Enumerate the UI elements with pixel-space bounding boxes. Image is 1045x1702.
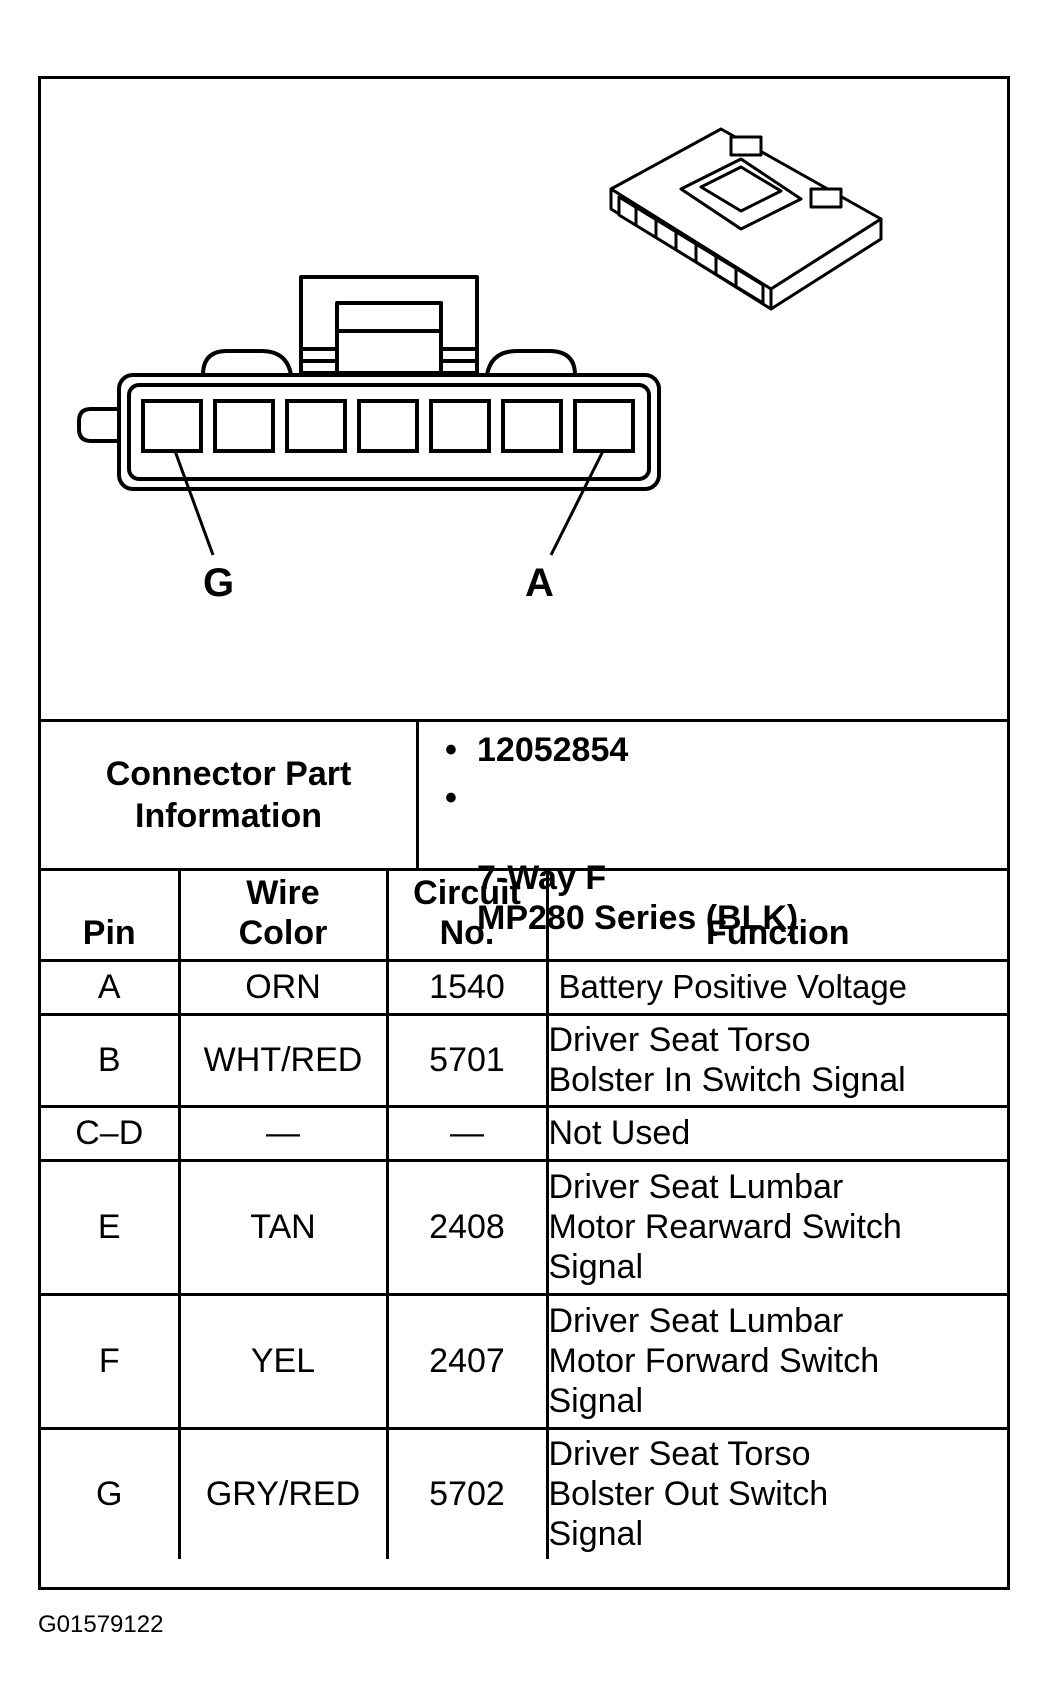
circuit-cell: 2408: [385, 1158, 549, 1296]
cavity-f: [213, 399, 275, 453]
circuit-cell: 2407: [385, 1292, 549, 1430]
function-cell: Driver Seat Torso Bolster In Switch Sign…: [545, 1012, 1007, 1108]
wire-color-cell: WHT/RED: [177, 1012, 389, 1108]
cavity-c: [429, 399, 491, 453]
leader-line-a: [549, 450, 605, 556]
header-wire-color: Wire Color: [177, 868, 389, 962]
table-row: E TAN 2408 Driver Seat Lumbar Motor Rear…: [41, 1158, 1007, 1296]
table-row: A ORN 1540 Battery Positive Voltage: [41, 958, 1007, 1016]
connector-diagram-frame: G A Connector Part Information • 1205285…: [38, 76, 1010, 1590]
figure-id: G01579122: [38, 1611, 164, 1638]
bullet-icon: •: [445, 731, 457, 769]
table-row: B WHT/RED 5701 Driver Seat Torso Bolster…: [41, 1012, 1007, 1108]
table-row: C–D — — Not Used: [41, 1104, 1007, 1162]
connector-illustration: G A: [41, 79, 1007, 719]
connector-face-icon: [77, 275, 661, 491]
leader-line-g: [173, 450, 215, 556]
pin-cell: E: [41, 1158, 181, 1296]
cavity-e: [285, 399, 347, 453]
pin-cell: F: [41, 1292, 181, 1430]
pin-label-g: G: [203, 561, 235, 605]
bullet-icon: •: [445, 779, 457, 817]
part-number-text: 12052854: [477, 731, 629, 769]
cavity-d: [357, 399, 419, 453]
wire-color-cell: ORN: [177, 958, 389, 1016]
pin-cell: G: [41, 1426, 181, 1559]
function-cell: Battery Positive Voltage: [545, 958, 1007, 1016]
connector-info-label: Connector Part Information: [41, 722, 419, 868]
pin-cell: A: [41, 958, 181, 1016]
connector-part-information: Connector Part Information • 12052854 • …: [41, 719, 1007, 937]
wire-color-cell: YEL: [177, 1292, 389, 1430]
circuit-cell: 1540: [385, 958, 549, 1016]
circuit-cell: —: [385, 1104, 549, 1162]
header-pin: Pin: [41, 868, 181, 962]
pin-cavities: [141, 399, 635, 453]
table-header-row: Pin Wire Color Circuit No. Function: [41, 868, 1007, 962]
part-number: • 12052854: [445, 730, 629, 770]
cavity-b: [501, 399, 563, 453]
cavity-g: [141, 399, 203, 453]
wire-color-cell: —: [177, 1104, 389, 1162]
table-row: F YEL 2407 Driver Seat Lumbar Motor Forw…: [41, 1292, 1007, 1430]
pin-cell: B: [41, 1012, 181, 1108]
connector-info-values: • 12052854 • 7-Way F MP280 Series (BLK): [419, 722, 1007, 937]
connector-face-drawing: [77, 127, 883, 556]
cavity-a: [573, 399, 635, 453]
function-cell: Driver Seat Torso Bolster Out Switch Sig…: [545, 1426, 1007, 1559]
function-cell: Driver Seat Lumbar Motor Rearward Switch…: [545, 1158, 1007, 1296]
circuit-cell: 5701: [385, 1012, 549, 1108]
pin-table: Pin Wire Color Circuit No. Function A OR…: [41, 868, 1007, 1559]
pin-label-a: A: [525, 561, 554, 605]
function-cell: Not Used: [545, 1104, 1007, 1162]
connector-isometric-icon: [609, 127, 883, 311]
header-circuit-no: Circuit No.: [385, 868, 549, 962]
wire-color-cell: GRY/RED: [177, 1426, 389, 1559]
table-row: G GRY/RED 5702 Driver Seat Torso Bolster…: [41, 1426, 1007, 1559]
wire-color-cell: TAN: [177, 1158, 389, 1296]
function-cell: Driver Seat Lumbar Motor Forward Switch …: [545, 1292, 1007, 1430]
header-function: Function: [545, 868, 1007, 962]
pin-cell: C–D: [41, 1104, 181, 1162]
circuit-cell: 5702: [385, 1426, 549, 1559]
